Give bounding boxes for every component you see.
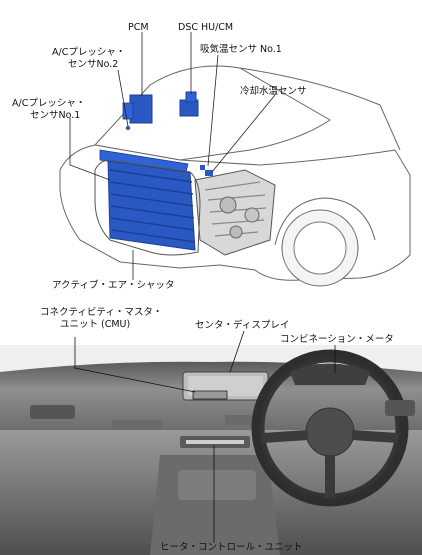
active-air-shutter-label: アクティブ・エア・シャッタ (52, 280, 175, 291)
combination-meter-label: コンビネーション・メータ (280, 334, 394, 345)
meter-hood (290, 363, 370, 385)
right-air-vent (385, 400, 415, 416)
ac-sensor-2-marker (125, 125, 131, 131)
ac-sensor-1-label-line1: A/Cプレッシャ・ (12, 98, 86, 109)
dsc-hu-cm-label: DSC HU/CM (178, 22, 234, 33)
coolant-temp-sensor-marker (205, 170, 213, 176)
ac-sensor-2-label-line2: センサNo.2 (68, 59, 119, 70)
steering-hub (305, 407, 355, 457)
pcm-connector (122, 102, 134, 120)
intake-temp-sensor-marker (200, 165, 205, 170)
engine-block (194, 169, 276, 256)
steering-wheel (251, 349, 409, 507)
cmu-label-line2: ユニット (CMU) (60, 319, 131, 330)
center-display-label: センタ・ディスプレイ (195, 320, 290, 331)
intake-temp-sensor-label: 吸気温センサ No.1 (200, 44, 282, 55)
dsc-unit (179, 91, 199, 117)
heater-control-unit-label: ヒータ・コントロール・ユニット (160, 542, 303, 553)
cmu-unit (192, 390, 228, 400)
engine-leader-lines (69, 32, 276, 280)
steering-spokes (261, 430, 399, 498)
ac-sensor-1-label-line2: センサNo.1 (30, 110, 81, 121)
windshield-line (239, 67, 401, 151)
left-air-vent (30, 405, 75, 419)
dashboard-leader-lines (74, 330, 336, 543)
engine-bay-illustration (59, 32, 411, 287)
front-wheel-rim (293, 221, 347, 275)
ac-sensor-2-label-line1: A/Cプレッシャ・ (52, 47, 126, 58)
heater-control-strip (186, 440, 244, 444)
grille-frame (94, 159, 201, 256)
wheel-arch (274, 197, 376, 246)
active-air-shutter (99, 149, 196, 251)
console-storage (178, 470, 256, 500)
center-left-vent (112, 420, 162, 430)
cmu-label-line1: コネクティビティ・マスタ・ (40, 307, 163, 318)
coolant-temp-sensor-label: 冷却水温センサ (240, 86, 307, 97)
pcm-label: PCM (128, 22, 149, 33)
